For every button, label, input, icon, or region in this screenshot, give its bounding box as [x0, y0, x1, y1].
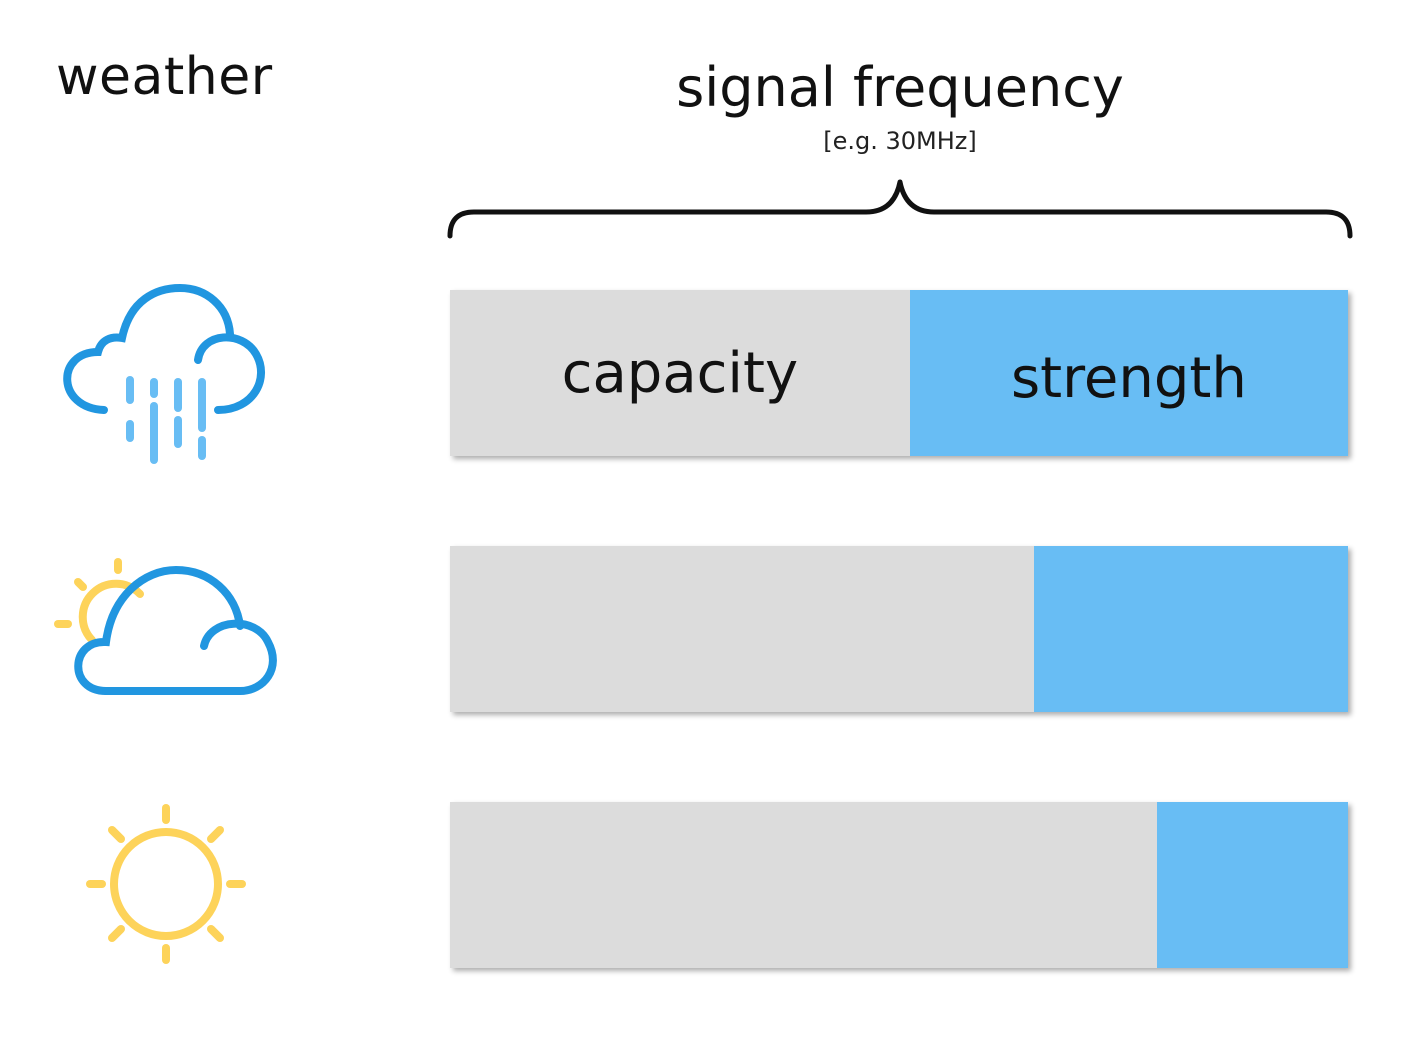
- capacity-label: capacity: [561, 340, 799, 406]
- signal-bar-sunny: [450, 802, 1348, 968]
- strength-label: strength: [1010, 345, 1247, 411]
- strength-segment: [909, 290, 1348, 456]
- weather-heading: weather: [56, 47, 273, 107]
- sun-icon: [86, 804, 246, 964]
- signal-frequency-heading: signal frequency: [676, 56, 1124, 119]
- strength-segment: [1156, 802, 1348, 968]
- signal-frequency-note: [e.g. 30MHz]: [823, 127, 977, 155]
- signal-bar-partly-cloudy: [450, 546, 1348, 712]
- signal-bar-rain: capacity strength: [450, 290, 1348, 456]
- curly-brace: [447, 179, 1353, 239]
- partly-cloudy-icon: [54, 558, 277, 695]
- strength-segment: [1033, 546, 1348, 712]
- rain-cloud-icon: [63, 283, 265, 464]
